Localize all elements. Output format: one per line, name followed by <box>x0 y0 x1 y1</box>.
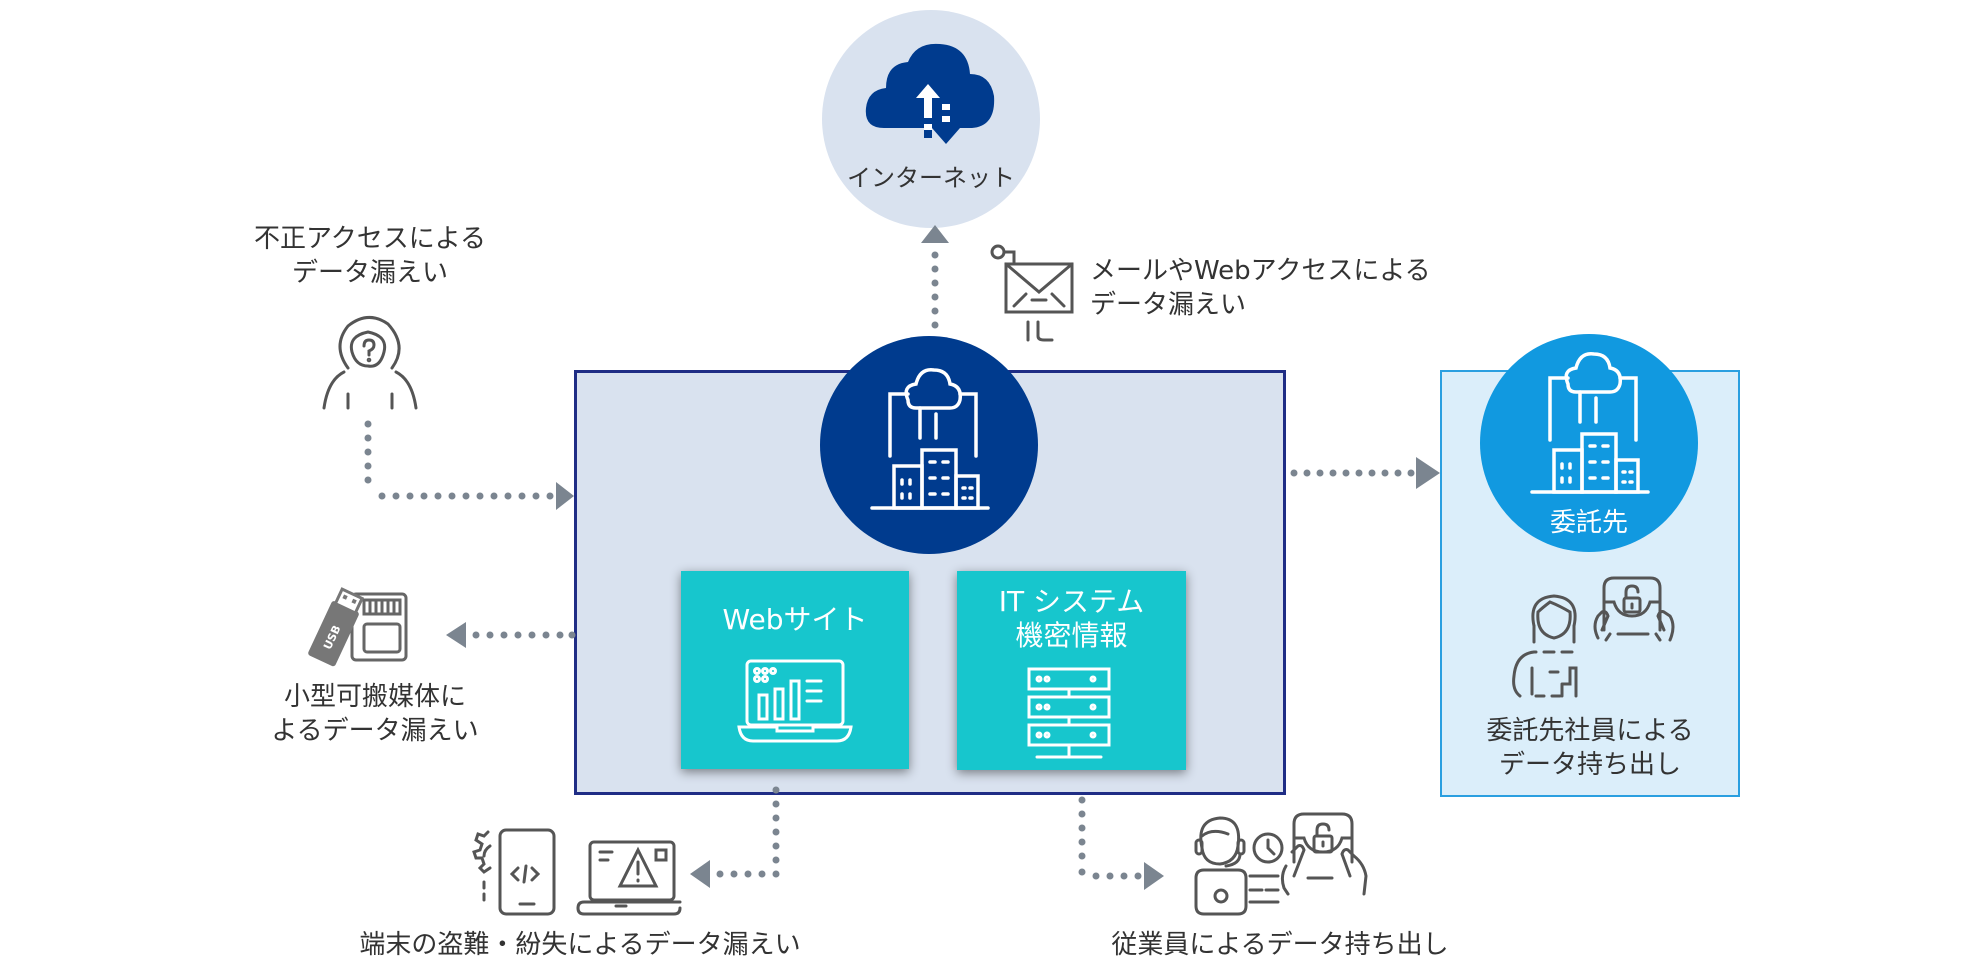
vendor-employee-label: 委託先社員による データ持ち出し <box>1486 716 1694 780</box>
buildings-cloud-icon <box>1530 352 1650 494</box>
envelope-icon <box>990 244 1074 342</box>
arrow-to-internet <box>921 225 949 329</box>
vendor-node: 委託先 <box>1480 334 1698 552</box>
arrow-to-vendor <box>1290 457 1440 489</box>
device-theft-label: 端末の盗難・紛失によるデータ漏えい <box>359 930 801 960</box>
arrow-from-hacker <box>364 420 574 510</box>
it-system-card[interactable]: IT システム 機密情報 <box>957 571 1186 770</box>
unauthorized-access-label: 不正アクセスによる データ漏えい <box>254 224 486 288</box>
internet-label: インターネット <box>847 164 1015 192</box>
employee-tablet-lock-icon <box>1194 812 1368 916</box>
website-card-title: Webサイト <box>722 603 868 636</box>
person-tablet-lock-icon <box>1512 576 1675 698</box>
it-system-card-title: IT システム 機密情報 <box>998 585 1145 652</box>
server-stack-icon <box>1027 667 1111 759</box>
employee-label: 従業員によるデータ持ち出し <box>1111 930 1449 960</box>
buildings-cloud-icon <box>870 368 990 510</box>
cloud-upload-download-icon <box>865 43 995 144</box>
hooded-hacker-icon <box>322 316 418 410</box>
arrow-to-device-theft <box>690 786 780 888</box>
arrow-to-employee <box>1078 796 1164 890</box>
website-card[interactable]: Webサイト <box>681 571 909 769</box>
email-web-label: メールやWebアクセスによる データ漏えい <box>1090 256 1431 320</box>
removable-media-label: 小型可搬媒体に よるデータ漏えい <box>271 682 479 746</box>
usb-sd-card-icon: USB <box>308 587 408 667</box>
laptop-dashboard-icon <box>737 659 853 743</box>
device-warning-icon <box>472 828 682 916</box>
company-node <box>820 336 1038 554</box>
internet-node: インターネット <box>822 10 1040 228</box>
vendor-label: 委託先 <box>1549 508 1628 538</box>
arrow-to-removable-media <box>446 622 576 648</box>
